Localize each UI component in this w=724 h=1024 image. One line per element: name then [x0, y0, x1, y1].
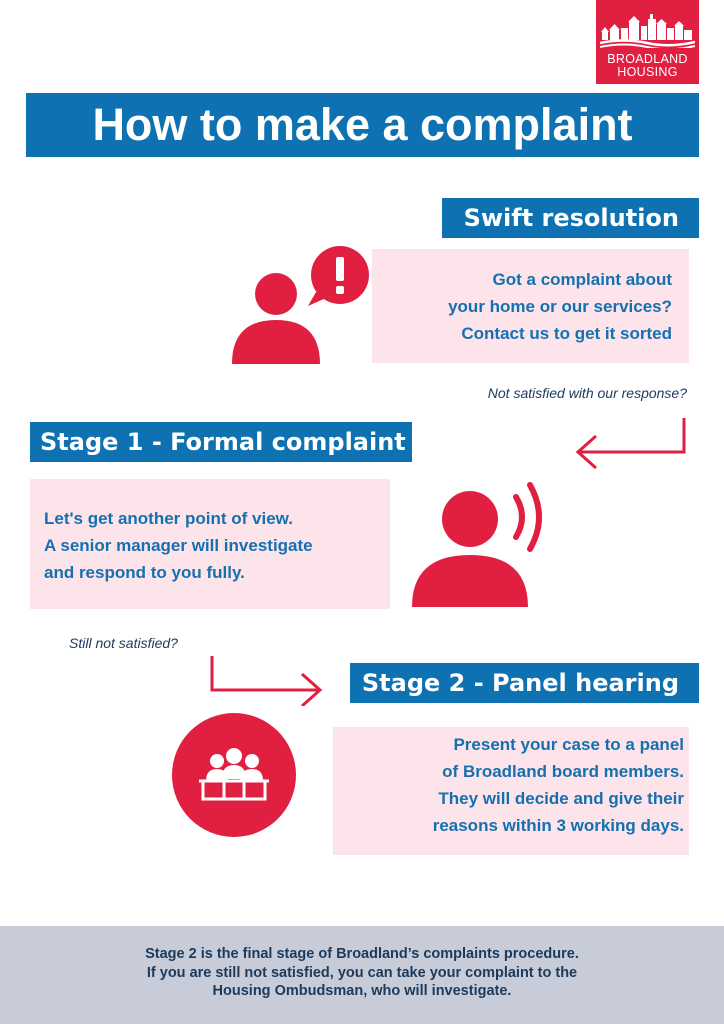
stage2-box — [333, 727, 689, 855]
footer-line-2: If you are still not satisfied, you can … — [146, 964, 578, 981]
footer-line-3: Housing Ombudsman, who will investigate. — [212, 983, 512, 999]
arrow-left-icon — [575, 418, 686, 470]
footer-line-1: Stage 2 is the final stage of Broadland’… — [145, 946, 579, 962]
still-not-satisfied-note: Still not satisfied? — [69, 635, 178, 651]
swift-resolution-text: Got a complaint about your home or our s… — [448, 266, 672, 347]
stage2-line-2: of Broadland board members. — [442, 762, 684, 781]
swift-line-2: your home or our services? — [448, 297, 672, 316]
swift-resolution-label-text: Swift resolution — [463, 204, 679, 232]
stage2-line-1: Present your case to a panel — [453, 735, 684, 754]
panel-hearing-icon — [172, 713, 296, 837]
stage1-line-3: and respond to you fully. — [44, 563, 245, 582]
stage1-label-text: Stage 1 - Formal complaint — [40, 428, 406, 456]
logo-skyline-icon — [600, 14, 695, 48]
stage2-text: Present your case to a panel of Broadlan… — [433, 731, 684, 839]
swift-resolution-label: Swift resolution — [442, 198, 699, 238]
footer: Stage 2 is the final stage of Broadland’… — [0, 926, 724, 1024]
swift-line-1: Got a complaint about — [492, 270, 672, 289]
stage2-label: Stage 2 - Panel hearing — [350, 663, 699, 703]
logo-text-line1: BROADLAND — [607, 52, 688, 66]
footer-text: Stage 2 is the final stage of Broadland’… — [0, 945, 724, 1001]
broadland-logo: BROADLAND HOUSING — [596, 0, 699, 84]
title-banner: How to make a complaint — [26, 93, 699, 157]
stage1-label: Stage 1 - Formal complaint — [30, 422, 412, 462]
stage1-line-1: Let's get another point of view. — [44, 509, 293, 528]
stage2-line-3: They will decide and give their — [438, 789, 684, 808]
page-title: How to make a complaint — [92, 99, 633, 150]
person-alert-icon — [232, 246, 369, 364]
person-speaking-icon — [412, 482, 542, 607]
swift-line-3: Contact us to get it sorted — [461, 324, 672, 343]
stage1-text: Let's get another point of view. A senio… — [44, 505, 313, 586]
stage1-line-2: A senior manager will investigate — [44, 536, 313, 555]
stage2-label-text: Stage 2 - Panel hearing — [361, 669, 679, 697]
arrow-right-icon — [210, 656, 323, 706]
swift-resolution-box — [372, 249, 689, 363]
logo-text-line2: HOUSING — [617, 65, 678, 79]
stage1-box — [30, 479, 390, 609]
not-satisfied-note: Not satisfied with our response? — [487, 385, 687, 401]
stage2-line-4: reasons within 3 working days. — [432, 816, 684, 835]
